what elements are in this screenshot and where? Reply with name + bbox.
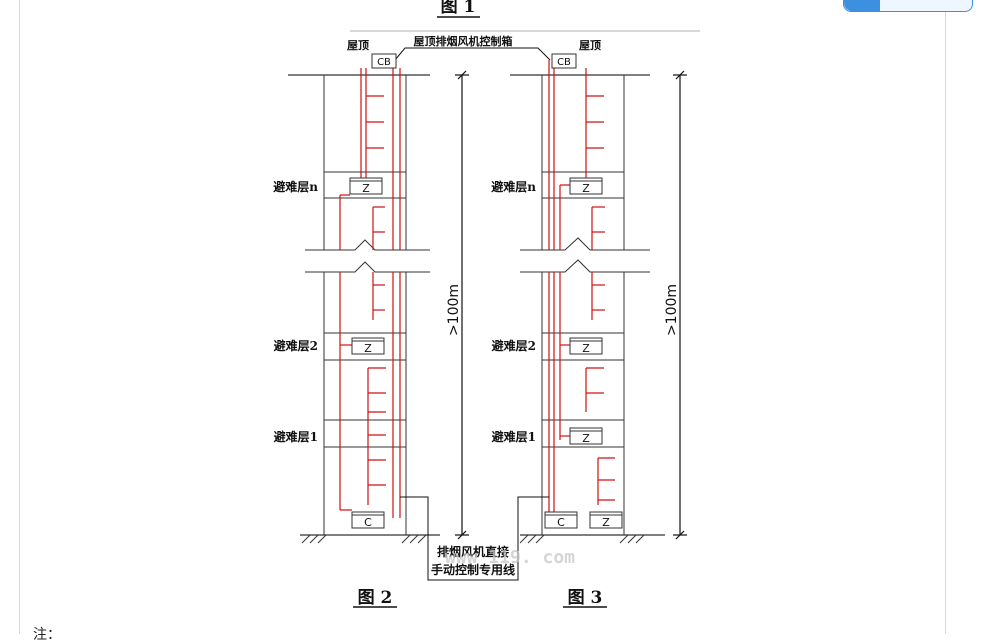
z-box-fig2-2: Z <box>364 342 372 355</box>
watermark: www 119. com <box>445 547 575 568</box>
top-right-button[interactable] <box>843 0 973 12</box>
c-box-fig3: C <box>557 516 565 529</box>
frame-right-border <box>945 0 946 634</box>
wiring-figure3 <box>548 60 615 518</box>
figure3-label: 图 3 <box>568 588 603 608</box>
roof-label-left: 屋顶 <box>347 39 369 52</box>
z-box-fig3-1: Z <box>582 432 590 445</box>
frame-left-border <box>19 0 20 634</box>
wiring-figure2 <box>339 68 401 518</box>
figure1-title: 图 1 <box>441 0 476 17</box>
floor-label-fig2-1: 避难层1 <box>274 429 318 444</box>
floor-label-fig3-2: 避难层2 <box>492 338 536 353</box>
c-box-fig2: C <box>364 516 372 529</box>
floor-label-fig2-n: 避难层n <box>273 179 318 194</box>
cb-box-right: CB <box>557 57 571 68</box>
z-box-fig3-ground: Z <box>602 516 610 529</box>
floor-label-fig3-1: 避难层1 <box>492 429 536 444</box>
z-box-fig3-2: Z <box>582 342 590 355</box>
height-label-fig2: >100m <box>446 284 462 336</box>
building-figure2 <box>288 74 440 544</box>
roof-label-right: 屋顶 <box>579 39 601 52</box>
z-box-fig2-n: Z <box>362 182 370 195</box>
bottom-label-line2: 手动控制专用线 <box>431 562 515 577</box>
height-label-fig3: >100m <box>664 284 680 336</box>
manual-control-line <box>400 496 549 581</box>
bottom-label-line1: 排烟风机直接 <box>437 544 509 559</box>
cb-label: 屋顶排烟风机控制箱 <box>414 34 513 48</box>
floor-label-fig2-2: 避难层2 <box>274 338 318 353</box>
cb-box-left: CB <box>377 57 391 68</box>
floor-label-fig3-n: 避难层n <box>491 179 536 194</box>
figure2-label: 图 2 <box>358 588 393 608</box>
z-box-fig3-n: Z <box>582 182 590 195</box>
note-label: 注： <box>33 627 61 643</box>
building-figure3 <box>510 74 665 544</box>
